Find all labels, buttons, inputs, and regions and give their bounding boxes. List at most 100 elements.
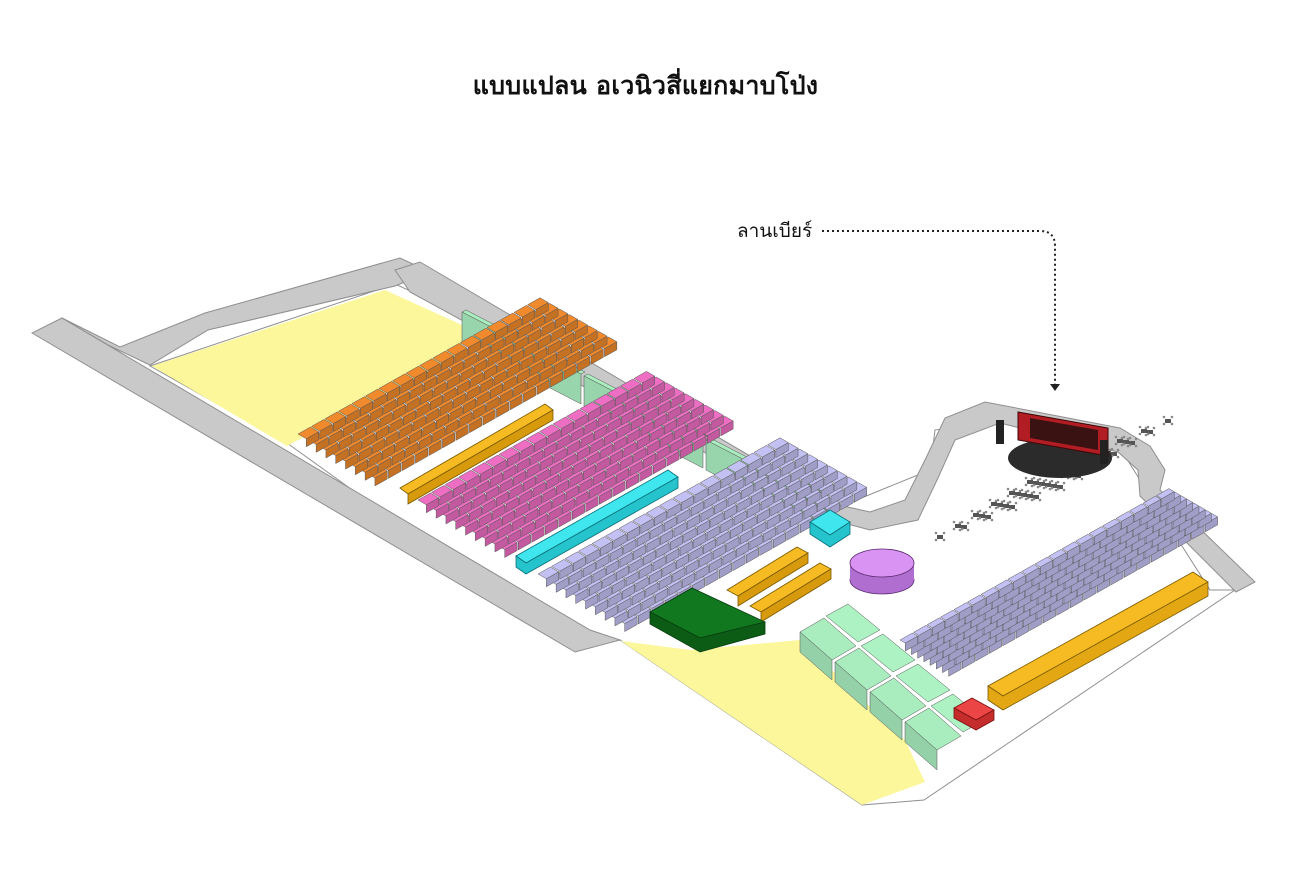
- purple-booth: [993, 579, 1013, 591]
- green-shop-south-roof: [825, 603, 881, 643]
- pink-booth: [430, 485, 453, 498]
- beer-garden-label: ลานเบียร์: [737, 220, 813, 242]
- beer-chair: [996, 505, 1000, 509]
- beer-chair: [1030, 477, 1034, 481]
- road-west: [30, 317, 622, 653]
- beer-chair: [1024, 497, 1028, 501]
- beer-chair: [1144, 426, 1148, 430]
- beer-chair: [1126, 437, 1130, 441]
- green-shop-south-front: [904, 721, 938, 771]
- beer-chair: [960, 520, 964, 524]
- orange-booth: [499, 312, 522, 326]
- beer-table: [1003, 504, 1009, 508]
- beer-chair: [1038, 477, 1042, 481]
- beer-chair: [1008, 500, 1012, 504]
- beer-chair: [1152, 433, 1156, 437]
- beer-chair: [1002, 506, 1006, 510]
- beer-garden-stage: [996, 411, 1112, 478]
- purple-booth: [631, 513, 654, 526]
- beer-chair: [1030, 491, 1034, 495]
- orange-booth: [486, 320, 509, 333]
- purple-booth: [537, 566, 560, 580]
- beer-chair: [1122, 435, 1126, 439]
- yellow-counter-1-side: [407, 409, 554, 505]
- beer-chair: [1134, 437, 1138, 441]
- beer-chair: [1162, 415, 1166, 419]
- beer-table: [1129, 441, 1135, 445]
- beer-chair: [990, 518, 994, 522]
- stage-speaker-right: [1100, 440, 1108, 464]
- green-shop-south-front: [799, 631, 833, 681]
- beer-chair: [988, 498, 992, 502]
- purple-booth: [1128, 503, 1148, 515]
- orange-booth: [432, 350, 455, 364]
- green-shop-south-roof: [895, 663, 951, 703]
- purple-booth: [618, 521, 641, 534]
- beer-chair: [1128, 443, 1132, 447]
- beer-chair: [978, 516, 982, 520]
- purple-booth: [912, 625, 932, 636]
- purple-booth: [604, 528, 627, 542]
- purple-booth: [672, 490, 695, 504]
- beer-table: [973, 513, 979, 517]
- green-shop-south-front: [834, 661, 868, 711]
- yellow-counter-east-side: [987, 581, 1209, 711]
- beer-chair: [1054, 481, 1058, 485]
- beer-table: [1009, 491, 1015, 495]
- beer-chair: [1024, 490, 1028, 494]
- purple-booth: [1061, 541, 1081, 553]
- yellow-counter-2-side: [737, 552, 809, 607]
- beer-chair: [1146, 432, 1150, 436]
- stage-screen-inner: [1030, 418, 1098, 450]
- green-shop-row-south: [799, 603, 986, 771]
- beer-table: [991, 502, 997, 506]
- beer-table: [1123, 440, 1129, 444]
- beer-chair: [1120, 436, 1124, 440]
- orange-booth: [445, 343, 468, 356]
- beer-chair: [1042, 486, 1046, 490]
- beer-table: [1045, 483, 1051, 487]
- beer-chair: [1030, 484, 1034, 488]
- beer-chair: [1114, 442, 1118, 446]
- beer-chair: [1114, 435, 1118, 439]
- beer-chair: [1008, 507, 1012, 511]
- lawn-south: [621, 640, 925, 805]
- beer-table: [1027, 480, 1033, 484]
- orange-booth: [472, 327, 495, 341]
- purple-booth: [899, 632, 919, 644]
- beer-chair: [1062, 488, 1066, 492]
- beer-chair: [1032, 497, 1036, 501]
- purple-booth: [577, 543, 600, 557]
- beer-table: [1111, 452, 1117, 456]
- pink-booth: [471, 462, 494, 475]
- beer-chair: [1014, 487, 1018, 491]
- beer-chair: [994, 506, 998, 510]
- purple-booth: [739, 452, 762, 466]
- purple-booth-block-center: [537, 437, 868, 632]
- pink-booth: [552, 416, 575, 430]
- green-pavilion-side: [649, 611, 766, 653]
- beer-table: [1009, 505, 1015, 509]
- pink-booth: [579, 401, 602, 414]
- purple-booth: [658, 498, 681, 511]
- beer-table: [937, 535, 943, 539]
- yellow-counters: [399, 403, 1209, 711]
- beer-chair: [984, 517, 988, 521]
- purple-booth: [1142, 495, 1162, 507]
- purple-booth: [685, 483, 708, 496]
- orange-booth: [310, 419, 333, 432]
- purple-booth: [550, 559, 573, 572]
- purple-booth: [1155, 488, 1175, 499]
- purple-booth: [766, 437, 789, 450]
- purple-booth: [1007, 571, 1027, 583]
- beer-chair: [984, 510, 988, 514]
- orange-booth: [391, 373, 414, 386]
- beer-chair: [1050, 486, 1054, 490]
- beer-chair: [1036, 485, 1040, 489]
- beer-chair: [1038, 491, 1042, 495]
- beer-chair: [1080, 477, 1084, 481]
- purple-booth: [591, 536, 614, 549]
- beer-chair: [1048, 487, 1052, 491]
- pink-booth: [457, 469, 480, 483]
- beer-chair: [1006, 487, 1010, 491]
